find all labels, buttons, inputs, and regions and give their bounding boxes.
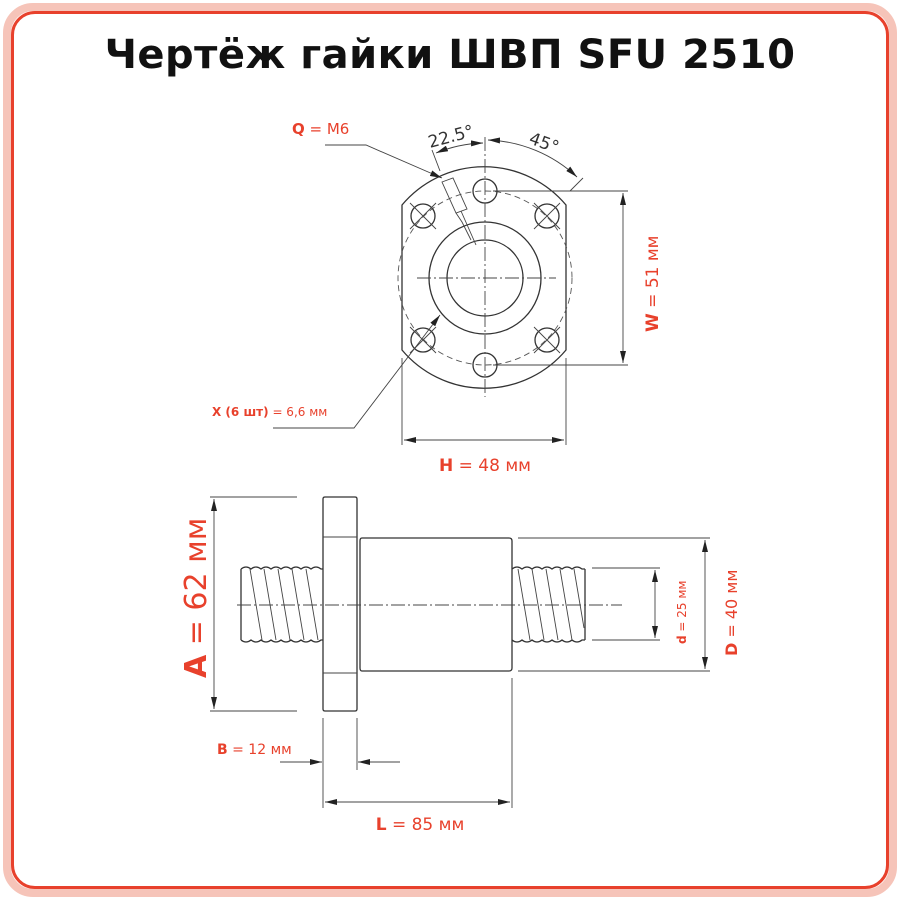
d-big-label: D = 40 мм xyxy=(722,570,741,656)
q-leader xyxy=(325,144,443,179)
nut-flange xyxy=(322,496,358,712)
bolt-circle xyxy=(397,190,573,366)
side-view: A = 62 мм d = 25 мм D = 40 мм B = 12 мм … xyxy=(179,496,741,835)
x-label: X (6 шт) = 6,6 мм xyxy=(212,405,327,419)
nut-body xyxy=(359,537,513,672)
l-label: L = 85 мм xyxy=(376,815,465,835)
outer-frame xyxy=(3,3,897,897)
top-view: 22.5° 45° Q = M6 X (6 шт) = 6,6 мм W = 5… xyxy=(212,120,663,476)
page-title: Чертёж гайки ШВП SFU 2510 xyxy=(104,32,796,78)
b-label: B = 12 мм xyxy=(217,742,292,758)
screw-right xyxy=(511,566,586,643)
inner-frame xyxy=(11,11,889,889)
screw-left xyxy=(240,566,323,643)
w-label: W = 51 мм xyxy=(643,235,663,332)
angle-45-label: 45° xyxy=(526,129,561,158)
h-label: H = 48 мм xyxy=(439,456,531,476)
flange-outline xyxy=(401,166,567,389)
x-leader xyxy=(273,314,441,429)
d-small-label: d = 25 мм xyxy=(675,581,689,644)
q-label: Q = M6 xyxy=(292,120,349,138)
a-label: A = 62 мм xyxy=(179,518,214,678)
